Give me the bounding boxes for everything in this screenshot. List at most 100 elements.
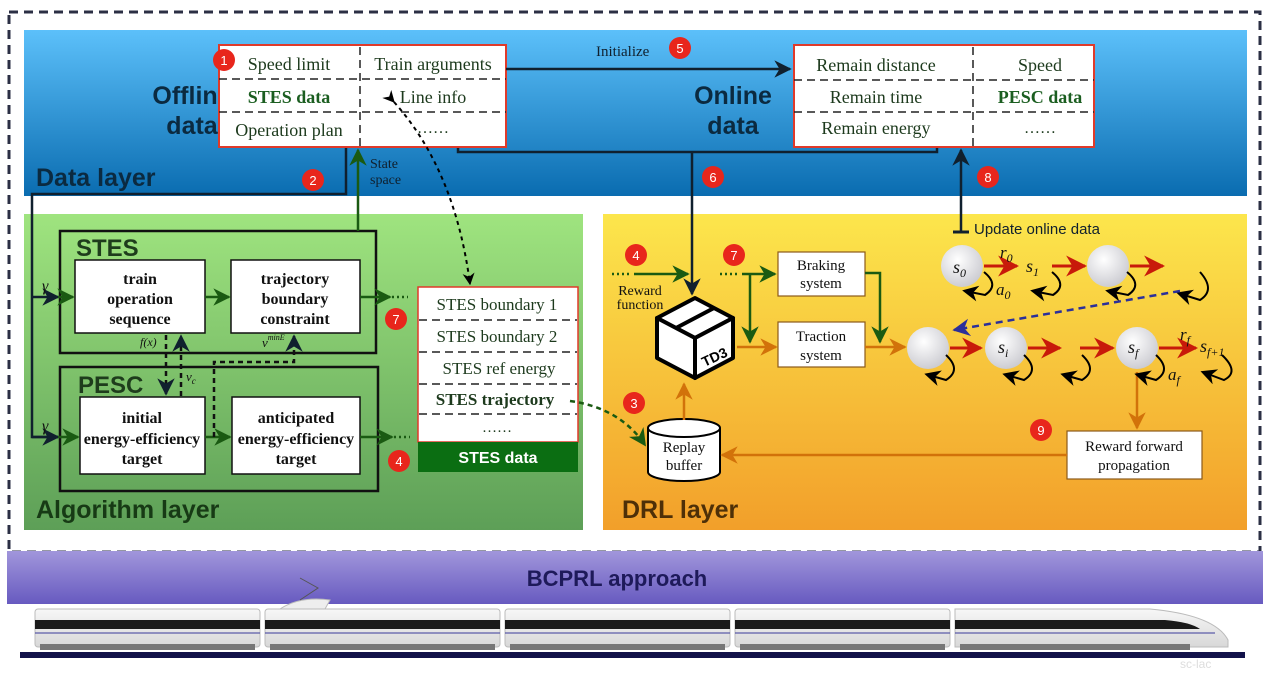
state-si-label: si	[998, 337, 1008, 360]
online-to-td3-line	[456, 148, 939, 154]
online-cell-ellipsis: ……	[1024, 120, 1056, 137]
state-env	[907, 327, 949, 369]
step-badge-1: 1	[213, 49, 235, 71]
online-cell-speed: Speed	[1018, 55, 1062, 75]
offline-cell-speed-limit: Speed limit	[248, 54, 331, 74]
step-badge-3: 3	[623, 392, 645, 414]
step-badges: 1 2 3 4 4 5 6 7 7 8 9	[213, 37, 1052, 472]
svg-text:9: 9	[1037, 423, 1044, 438]
initial-energy-efficiency-text-3: target	[122, 451, 164, 468]
svg-text:7: 7	[730, 248, 737, 263]
anticipated-energy-efficiency-text-2: energy-efficiency	[238, 431, 354, 448]
trajectory-boundary-constraint-box	[230, 259, 361, 334]
drl-layer: DRL layer Reward function TD3 Braking sy…	[456, 148, 1247, 530]
initial-energy-efficiency-text-2: energy-efficiency	[84, 431, 200, 448]
si-action-curl	[1002, 354, 1033, 386]
train-operation-sequence-box	[74, 259, 206, 334]
approach-label: BCPRL approach	[527, 566, 708, 591]
pesc-group-label: PESC	[78, 372, 143, 399]
vcmin-dashed-arrow	[212, 334, 303, 437]
update-online-data-label: Update online data	[974, 221, 1101, 238]
af-action-curl	[1134, 354, 1165, 386]
watermark-text: sc-lac	[1180, 657, 1211, 671]
algorithm-layer: Algorithm layer STES train operation seq…	[24, 89, 583, 530]
svg-text:1: 1	[220, 53, 227, 68]
step-badge-2: 2	[302, 169, 324, 191]
state-s0-label: s0	[953, 257, 966, 280]
approach-band	[7, 551, 1263, 604]
train-illustration	[20, 577, 1245, 658]
algorithm-layer-title: Algorithm layer	[36, 496, 220, 524]
reward-forward-text-2: propagation	[1098, 458, 1170, 474]
svg-text:8: 8	[984, 170, 991, 185]
svg-text:7: 7	[392, 312, 399, 327]
stes-boundary-1: STES boundary 1	[437, 295, 558, 314]
data-layer: Data layer Offline data Online data Spee…	[24, 30, 1247, 196]
step-badge-6: 6	[702, 166, 724, 188]
offline-cell-stes-data: STES data	[248, 87, 331, 107]
step-badge-8: 8	[977, 166, 999, 188]
fx-label: f(x)	[140, 335, 157, 349]
data-layer-title: Data layer	[36, 164, 156, 192]
rf-label: rf	[1180, 325, 1192, 347]
stes-trajectory-to-replay-arrow	[569, 399, 647, 447]
replay-buffer-icon: Replay buffer	[647, 418, 721, 482]
stes-data-footer	[418, 442, 578, 472]
sf1-action-curl	[1200, 354, 1233, 385]
anticipated-energy-efficiency-box	[231, 396, 361, 475]
step-badge-4-drl: 4	[625, 244, 647, 266]
anticipated-energy-efficiency-text-3: target	[276, 451, 318, 468]
reward-function-label: Reward	[618, 284, 662, 299]
braking-system-text-2: system	[800, 276, 842, 292]
stes-boundary-2: STES boundary 2	[437, 327, 558, 346]
state-sf-label: sf	[1128, 337, 1140, 360]
stes-ref-energy: STES ref energy	[443, 359, 556, 378]
step-badge-5: 5	[669, 37, 691, 59]
stes-trajectory: STES trajectory	[436, 390, 555, 409]
svg-text:2: 2	[309, 173, 316, 188]
train-operation-sequence-text-2: operation	[107, 291, 173, 308]
replay-buffer-text-2: buffer	[666, 458, 702, 474]
reward-function-label-2: function	[617, 298, 664, 313]
af-label: af	[1168, 365, 1182, 387]
state-space-label-2: space	[370, 173, 401, 188]
offline-cell-train-arguments: Train arguments	[374, 54, 492, 74]
offline-cell-line-info: Line info	[400, 87, 466, 107]
wrap-dashed-arrow	[952, 289, 1181, 336]
step-badge-9: 9	[1030, 419, 1052, 441]
svg-text:5: 5	[676, 41, 683, 56]
trajectory-boundary-constraint-text: trajectory	[261, 271, 329, 288]
trajectory-boundary-constraint-text-3: constraint	[260, 311, 330, 328]
a0-action-curl	[962, 271, 994, 302]
rail	[20, 652, 1245, 658]
trajectory-boundary-constraint-text-2: boundary	[262, 291, 329, 308]
row1-end-curl	[1176, 271, 1209, 306]
svg-text:3: 3	[630, 396, 637, 411]
state-sf	[1116, 327, 1158, 369]
state-si	[985, 327, 1027, 369]
gamma-label-stes: γ	[42, 278, 49, 295]
online-data-label-2: data	[707, 112, 760, 140]
state-s1-label: s1	[1026, 256, 1039, 279]
braking-to-env-arrow	[865, 271, 889, 344]
offline-cell-ellipsis: ……	[417, 120, 449, 137]
svg-text:4: 4	[395, 454, 402, 469]
initial-energy-efficiency-box	[79, 396, 206, 475]
stes-data-list: STES boundary 1 STES boundary 2 STES ref…	[417, 286, 579, 472]
anticipated-energy-efficiency-text: anticipated	[258, 410, 335, 427]
step-badge-4-algo: 4	[388, 450, 410, 472]
braking-system-text: Braking	[797, 258, 846, 274]
offline-data-label-2: data	[166, 112, 219, 140]
online-cell-remain-distance: Remain distance	[816, 55, 935, 75]
traction-system-text-2: system	[800, 348, 842, 364]
traction-system-box	[777, 321, 866, 368]
traction-system-text: Traction	[796, 329, 847, 345]
online-data-label: Online	[694, 82, 772, 110]
svg-text:4: 4	[632, 248, 639, 263]
s2-action-curl	[1105, 271, 1137, 302]
stes-ellipsis: ……	[482, 420, 512, 436]
online-cell-remain-energy: Remain energy	[821, 118, 930, 138]
reward-forward-text: Reward forward	[1085, 439, 1183, 455]
online-data-table: Remain distance Speed Remain time PESC d…	[793, 44, 1095, 148]
